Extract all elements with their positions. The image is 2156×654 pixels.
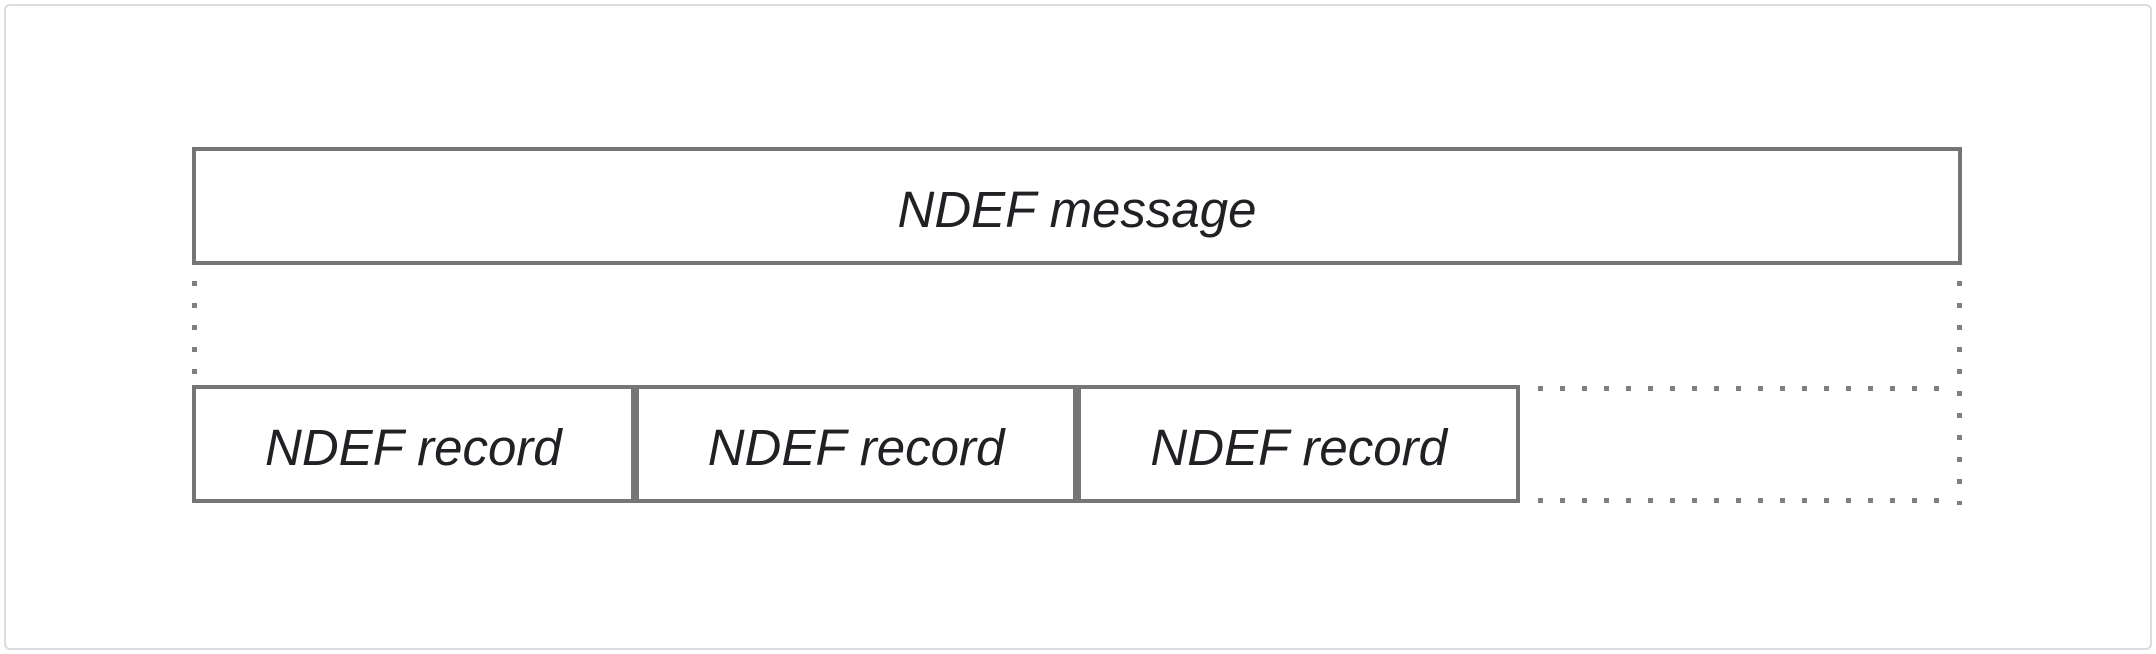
dotted-line-right-vertical bbox=[1957, 281, 1962, 505]
dotted-line-bottom-horizontal bbox=[1538, 498, 1946, 503]
dotted-line-top-horizontal bbox=[1538, 386, 1946, 391]
ndef-message-box: NDEF message bbox=[192, 147, 1962, 265]
ndef-record-box-2: NDEF record bbox=[634, 385, 1078, 503]
ndef-records-row: NDEF record NDEF record NDEF record bbox=[192, 385, 1521, 503]
ndef-record-box-1: NDEF record bbox=[192, 385, 635, 503]
ndef-record-label-3: NDEF record bbox=[1150, 418, 1447, 476]
ndef-record-label-1: NDEF record bbox=[265, 418, 562, 476]
ndef-record-label-2: NDEF record bbox=[707, 418, 1005, 476]
dotted-line-left-vertical bbox=[192, 281, 197, 381]
page-border bbox=[4, 4, 2152, 650]
ndef-record-box-3: NDEF record bbox=[1077, 385, 1521, 503]
ndef-message-label: NDEF message bbox=[897, 180, 1257, 238]
